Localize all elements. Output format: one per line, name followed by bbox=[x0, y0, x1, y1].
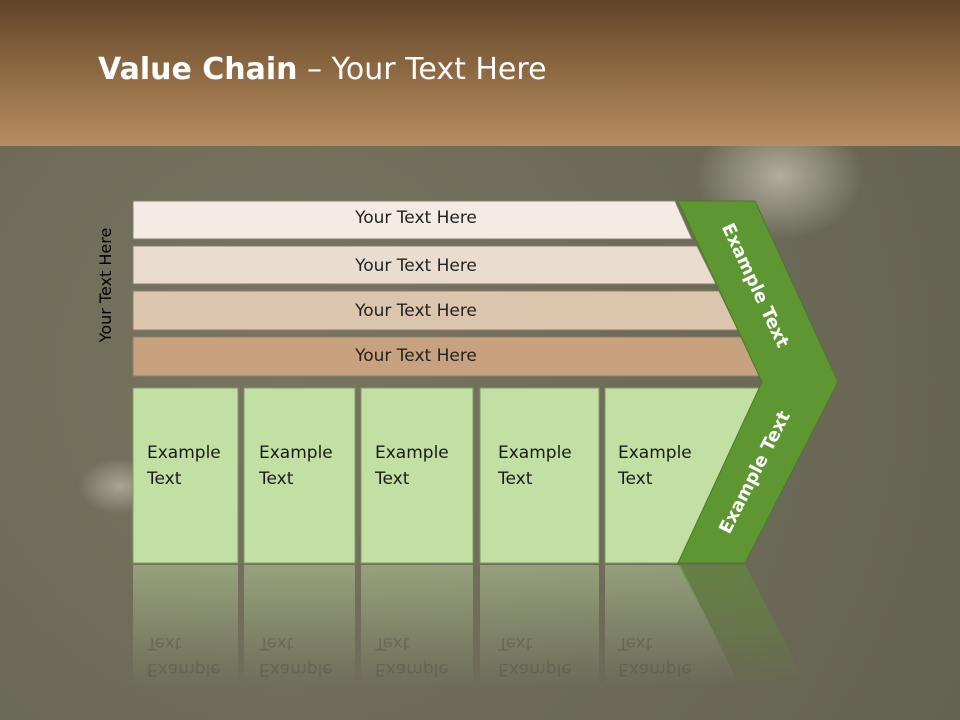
cell-label-reflection-2: Example Text bbox=[259, 633, 333, 679]
cell-label-1: Example Text bbox=[147, 443, 221, 489]
cell-label-reflection-1: Example Text bbox=[147, 633, 221, 679]
chevron-reflection bbox=[678, 565, 810, 690]
cell-1 bbox=[132, 387, 239, 564]
cell-reflection-1 bbox=[133, 565, 238, 685]
cell-reflection-3 bbox=[361, 565, 473, 685]
cell-label-5: Example Text bbox=[618, 443, 692, 489]
cell-2 bbox=[243, 387, 356, 564]
row-label-4: Your Text Here bbox=[355, 346, 477, 366]
cell-label-2: Example Text bbox=[259, 443, 333, 489]
chevron-arrow bbox=[677, 200, 839, 564]
cell-label-reflection-4: Example Text bbox=[498, 633, 572, 679]
cell-label-reflection-3: Example Text bbox=[375, 633, 449, 679]
header-bar bbox=[0, 0, 960, 146]
cell-label-4: Example Text bbox=[498, 443, 572, 489]
cell-reflection-4 bbox=[480, 565, 599, 685]
title-bold: Value Chain bbox=[98, 52, 298, 87]
page-title: Value Chain – Your Text Here bbox=[98, 52, 547, 87]
cell-label-3: Example Text bbox=[375, 443, 449, 489]
cell-label-reflection-5: Example Text bbox=[618, 633, 692, 679]
cell-3 bbox=[360, 387, 474, 564]
row-label-1: Your Text Here bbox=[355, 208, 477, 228]
cell-reflection-5 bbox=[605, 565, 740, 685]
cell-4 bbox=[479, 387, 600, 564]
row-bar-1 bbox=[132, 200, 693, 240]
row-label-3: Your Text Here bbox=[355, 301, 477, 321]
title-rest: – Your Text Here bbox=[297, 52, 547, 87]
side-label: Your Text Here bbox=[96, 227, 115, 343]
cell-reflection-2 bbox=[244, 565, 355, 685]
row-label-2: Your Text Here bbox=[355, 256, 477, 276]
